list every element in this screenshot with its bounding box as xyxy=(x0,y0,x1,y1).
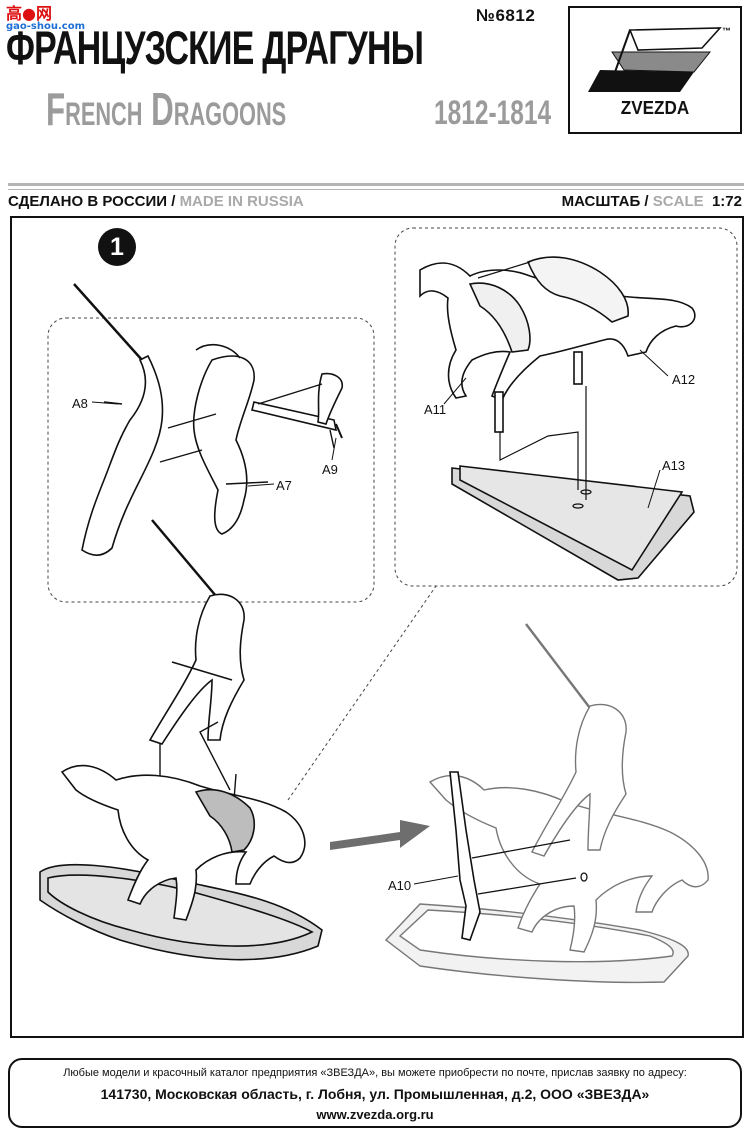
scale-ru: МАСШТАБ / xyxy=(561,193,653,210)
part-label-a9: A9 xyxy=(322,462,338,477)
footer-website: www.zvezda.org.ru xyxy=(316,1107,434,1122)
zvezda-logo: ™ ZVEZDA xyxy=(568,6,742,134)
footer-note: Любые модели и красочный каталог предпри… xyxy=(63,1067,687,1079)
scale-en: SCALE xyxy=(652,193,704,210)
divider-thick xyxy=(8,183,744,186)
footer-address: 141730, Московская область, г. Лобня, ул… xyxy=(100,1086,650,1102)
horse-on-base-left xyxy=(39,764,323,961)
trademark: ™ xyxy=(722,26,731,36)
label-leaders xyxy=(91,349,669,885)
watermark-line2: gao-shou.com xyxy=(6,21,86,32)
horse-parts-illustration xyxy=(419,256,696,581)
part-label-a10: A10 xyxy=(388,878,412,893)
years-label: 1812-1814 xyxy=(434,94,552,132)
horse-assembly-lines xyxy=(477,261,592,509)
part-label-a13: A13 xyxy=(662,458,686,473)
zvezda-star-icon xyxy=(588,27,722,92)
footer-box: Любые модели и красочный каталог предпри… xyxy=(8,1058,742,1128)
musket-a10 xyxy=(449,771,481,941)
assembled-figure-right xyxy=(384,623,709,984)
part-label-a8: A8 xyxy=(72,396,88,411)
made-ru: СДЕЛАНО В РОССИИ / xyxy=(8,193,180,210)
rider-drop-illustration xyxy=(148,519,245,745)
callout-pointer xyxy=(287,585,437,801)
instruction-frame xyxy=(10,216,744,1038)
watermark-logo: 高●网 gao-shou.com xyxy=(6,6,85,32)
made-in-russia: СДЕЛАНО В РОССИИ / MADE IN RUSSIA xyxy=(8,193,304,210)
assembly-arrows xyxy=(103,383,335,485)
made-en: MADE IN RUSSIA xyxy=(179,193,304,210)
scale-value: 1:72 xyxy=(711,193,742,210)
part-label-a7: A7 xyxy=(276,478,292,493)
musket-arrows xyxy=(471,839,588,895)
title-english: French Dragoons xyxy=(46,83,287,135)
part-label-a12: A12 xyxy=(672,372,696,387)
title-russian: ФРАНЦУЗСКИЕ ДРАГУНЫ xyxy=(6,21,424,74)
part-label-a11: A11 xyxy=(424,402,447,417)
rider-parts-illustration xyxy=(73,283,344,556)
next-step-arrow-icon xyxy=(330,820,430,850)
watermark-line1: 高●网 xyxy=(6,4,52,23)
divider-thin xyxy=(8,189,744,190)
step-number-badge: 1 xyxy=(98,228,136,266)
callout-horse xyxy=(394,227,738,587)
scale-label: МАСШТАБ / SCALE 1:72 xyxy=(562,193,742,210)
catalog-number: №6812 xyxy=(476,6,536,25)
logo-text: ZVEZDA xyxy=(620,98,690,118)
